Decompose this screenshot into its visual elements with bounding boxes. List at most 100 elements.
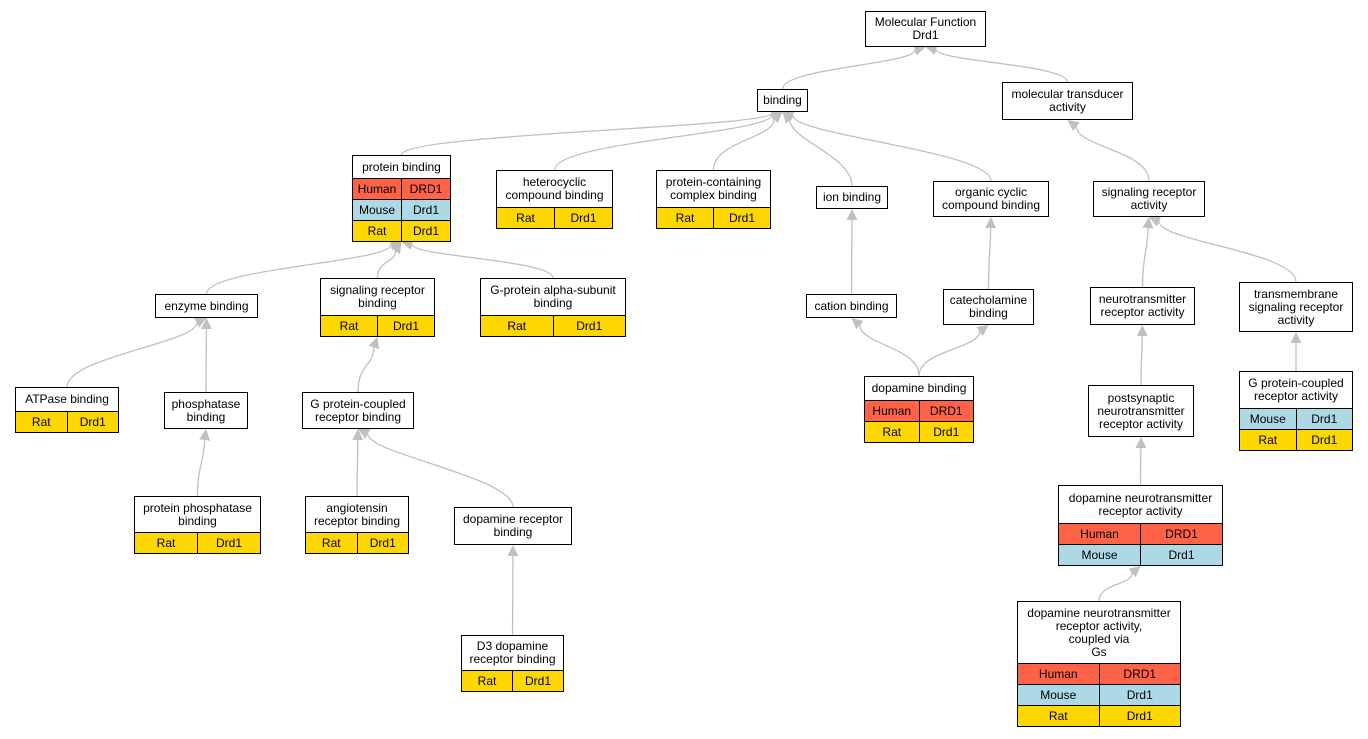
edge-angb-to-gpcrb — [356, 439, 359, 497]
edge-atpb-to-eb — [66, 322, 198, 388]
arrowhead-binding — [770, 112, 783, 124]
edge-pccb-to-binding — [712, 118, 775, 171]
arrowhead-tsra — [1290, 332, 1302, 343]
node-transmembrane-signaling-receptor-activity[interactable]: transmembrane signaling receptor activit… — [1239, 282, 1353, 332]
arrowhead-occb — [985, 217, 997, 229]
species-cell: Mouse — [1081, 548, 1118, 562]
node-g-protein-coupled-receptor-binding[interactable]: G protein-coupled receptor binding — [302, 392, 414, 429]
node-dopamine-receptor-activity-coupled-via-gs[interactable]: dopamine neurotransmitter receptor activ… — [1017, 601, 1181, 727]
node-label: dopamine neurotransmitter receptor activ… — [1068, 490, 1213, 518]
edge-mta-to-mf — [935, 49, 1069, 83]
node-label: protein binding — [362, 159, 441, 174]
node-label: D3 dopamine receptor binding — [469, 639, 556, 666]
edge-catb-to-occb — [987, 227, 992, 290]
node-enzyme-binding[interactable]: enzyme binding — [155, 294, 258, 318]
gene-cell: Drd1 — [1295, 430, 1353, 450]
arrowhead-eb — [194, 317, 207, 328]
edge-pnra-to-nra — [1140, 335, 1143, 386]
gene-cell: Drd1 — [918, 422, 974, 442]
gene-cell: Drd1 — [1098, 685, 1181, 705]
species-cell: Rat — [156, 536, 176, 550]
node-label: organic cyclic compound binding — [941, 185, 1041, 212]
arrowhead-dnra — [1128, 566, 1141, 578]
node-label: binding — [763, 93, 802, 107]
node-label: signaling receptor activity — [1101, 185, 1197, 212]
species-cell: Rat — [367, 224, 387, 238]
node-neurotransmitter-receptor-activity[interactable]: neurotransmitter receptor activity — [1090, 287, 1195, 325]
node-signaling-receptor-activity[interactable]: signaling receptor activity — [1093, 181, 1205, 217]
node-label: dopamine binding — [871, 381, 967, 395]
node-organic-cyclic-compound-binding[interactable]: organic cyclic compound binding — [933, 181, 1049, 217]
node-ion-binding[interactable]: ion binding — [816, 186, 888, 209]
species-cell: Mouse — [1040, 688, 1077, 702]
arrowhead-phb — [199, 429, 211, 441]
annotation-row-human: Human DRD1 — [1018, 663, 1180, 684]
species-cell: Rat — [675, 211, 695, 225]
edge-nra-to-sra — [1141, 227, 1149, 288]
species-cell: Rat — [1258, 433, 1278, 447]
gene-cell: DRD1 — [401, 179, 450, 199]
node-dopamine-receptor-binding[interactable]: dopamine receptor binding — [454, 507, 572, 545]
node-label: neurotransmitter receptor activity — [1098, 292, 1187, 319]
arrowhead-cb — [851, 318, 864, 330]
node-label: dopamine neurotransmitter receptor activ… — [1027, 605, 1171, 659]
arrowhead-binding — [782, 112, 795, 124]
node-molecular-transducer-activity[interactable]: molecular transducer activity — [1002, 82, 1133, 120]
gene-cell: Drd1 — [401, 200, 450, 220]
arrowhead-gpcrb — [358, 429, 371, 439]
node-label: G protein-coupled receptor activity — [1248, 376, 1344, 403]
species-cell: Mouse — [358, 203, 396, 217]
node-label: heterocyclic compound binding — [505, 175, 604, 202]
node-cation-binding[interactable]: cation binding — [806, 294, 897, 318]
arrowhead-mta — [1067, 120, 1080, 131]
node-molecular-function[interactable]: Molecular Function Drd1 — [865, 11, 986, 47]
species-cell: Rat — [1048, 709, 1068, 723]
gene-cell: Drd1 — [356, 533, 409, 553]
annotation-row-rat: Rat Drd1 — [865, 421, 973, 442]
edge-ionb-to-binding — [789, 119, 853, 187]
node-postsynaptic-neurotransmitter-receptor-activity[interactable]: postsynaptic neurotransmitter receptor a… — [1088, 385, 1194, 437]
node-catecholamine-binding[interactable]: catecholamine binding — [943, 289, 1034, 325]
edge-dab-to-cb — [859, 325, 920, 377]
node-label: G-protein alpha-subunit binding — [490, 283, 616, 310]
edge-srb-to-pb — [376, 251, 397, 279]
gene-cell: Drd1 — [197, 533, 260, 553]
arrowhead-nra — [1136, 325, 1148, 337]
species-cell: Human — [1038, 667, 1078, 681]
annotation-row-rat: Rat Drd1 — [1240, 429, 1352, 450]
species-cell: Rat — [882, 425, 902, 439]
gene-cell: Drd1 — [512, 671, 563, 691]
node-label: transmembrane signaling receptor activit… — [1248, 286, 1344, 327]
edge-dab-to-catb — [918, 331, 981, 377]
node-phosphatase-binding[interactable]: phosphatase binding — [164, 392, 248, 429]
node-label: signaling receptor binding — [330, 283, 425, 310]
node-dopamine-neurotransmitter-receptor-activity[interactable]: dopamine neurotransmitter receptor activ… — [1058, 485, 1223, 566]
species-cell: Human — [1080, 527, 1119, 541]
gene-cell: Drd1 — [1098, 706, 1181, 726]
gene-cell: DRD1 — [1098, 664, 1181, 684]
node-binding[interactable]: binding — [757, 89, 808, 112]
arrowhead-srb — [368, 337, 380, 350]
edge-gpcrb-to-srb — [357, 347, 375, 393]
species-cell: Rat — [339, 319, 359, 333]
arrowhead-sra — [1149, 216, 1162, 227]
species-cell: Rat — [477, 674, 497, 688]
edge-tsra-to-sra — [1158, 221, 1297, 283]
